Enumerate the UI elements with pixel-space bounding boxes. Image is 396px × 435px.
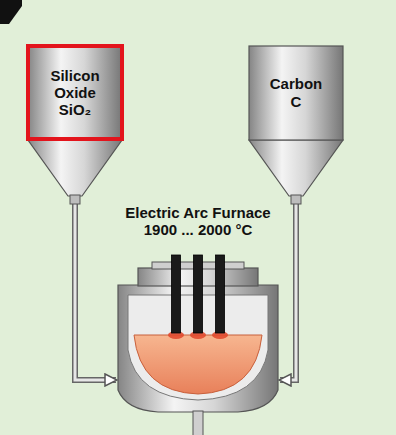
pipe-outline (280, 204, 296, 380)
funnel (249, 140, 343, 196)
furnace-box: Electric Arc Furnace 1900 ... 2000 °C (116, 200, 280, 425)
tap-outlet (193, 411, 203, 435)
hopper-body (28, 46, 122, 140)
pipe-outline (75, 204, 116, 380)
spout (70, 195, 80, 204)
furnace-heading: Electric Arc Furnace 1900 ... 2000 °C (116, 204, 280, 239)
molten-bath (134, 335, 262, 394)
text-holder: Silicon Oxide SiO₂ (27, 45, 123, 140)
hopper-shape (248, 45, 344, 204)
text-holder: Electric Arc Furnace 1900 ... 2000 °C (116, 204, 280, 239)
material-label: Carbon C (264, 75, 328, 110)
funnel (28, 140, 122, 196)
highlight-frame (28, 46, 122, 139)
material-label: Silicon Oxide SiO₂ (43, 67, 107, 119)
hopper-box: Carbon C (248, 45, 344, 204)
feed-pipe (75, 204, 116, 380)
electrode (216, 255, 225, 333)
spout (291, 195, 301, 204)
electrode (172, 255, 181, 333)
feed-pipe (280, 204, 296, 380)
hopper-box: Silicon Oxide SiO₂ (27, 45, 123, 204)
text-holder: Carbon C (248, 45, 344, 140)
electrode (194, 255, 203, 333)
cut-glyph (0, 0, 22, 24)
hopper-body (249, 46, 343, 140)
